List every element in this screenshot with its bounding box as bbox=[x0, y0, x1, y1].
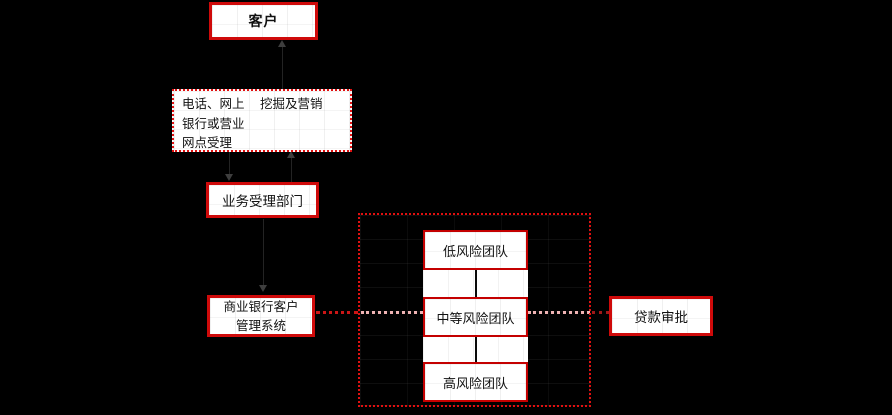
channel-line-3: 网点受理 bbox=[182, 135, 233, 150]
node-crm: 商业银行客户 管理系统 bbox=[207, 295, 315, 337]
connector-group-to-loan-approval bbox=[592, 311, 609, 314]
arrowhead-up-icon bbox=[278, 40, 286, 47]
channel-line-2: 银行或营业 bbox=[182, 115, 245, 131]
connector-crm-to-group bbox=[316, 311, 358, 314]
node-low-risk-team: 低风险团队 bbox=[423, 230, 528, 270]
node-medium-risk-team: 中等风险团队 bbox=[423, 297, 528, 337]
node-high-risk-label: 高风险团队 bbox=[442, 376, 508, 392]
connector-low-to-medium bbox=[475, 268, 477, 299]
arrowhead-up-icon bbox=[287, 151, 295, 158]
connector-channel-to-customer bbox=[282, 47, 283, 89]
node-medium-risk-label: 中等风险团队 bbox=[436, 311, 515, 327]
connector-medium-risk-to-group bbox=[528, 311, 590, 314]
channel-line-1: 电话、网上 bbox=[182, 96, 245, 111]
channel-text: 电话、网上 银行或营业 网点受理 bbox=[182, 94, 245, 153]
channel-side-label: 挖掘及营销 bbox=[260, 96, 323, 111]
node-low-risk-label: 低风险团队 bbox=[442, 244, 508, 260]
arrowhead-down-icon bbox=[259, 285, 267, 292]
connector-group-to-medium-risk bbox=[361, 311, 423, 314]
connector-medium-to-high bbox=[475, 335, 477, 364]
connector-channel-to-acceptance bbox=[229, 152, 230, 176]
node-high-risk-team: 高风险团队 bbox=[423, 362, 528, 402]
node-loan-approval: 贷款审批 bbox=[609, 296, 713, 336]
arrowhead-down-icon bbox=[225, 174, 233, 181]
connector-acceptance-to-crm bbox=[263, 219, 264, 285]
node-customer: 客户 bbox=[209, 2, 318, 40]
node-loan-approval-label: 贷款审批 bbox=[634, 310, 688, 326]
node-acceptance-label: 业务受理部门 bbox=[222, 194, 303, 210]
node-channel: 电话、网上 银行或营业 网点受理 挖掘及营销 bbox=[172, 89, 352, 152]
node-crm-line-2: 管理系统 bbox=[235, 318, 286, 333]
node-crm-line-1: 商业银行客户 bbox=[223, 299, 299, 314]
connector-acceptance-to-channel bbox=[291, 158, 292, 182]
node-acceptance: 业务受理部门 bbox=[206, 182, 319, 218]
node-customer-label: 客户 bbox=[248, 14, 279, 30]
